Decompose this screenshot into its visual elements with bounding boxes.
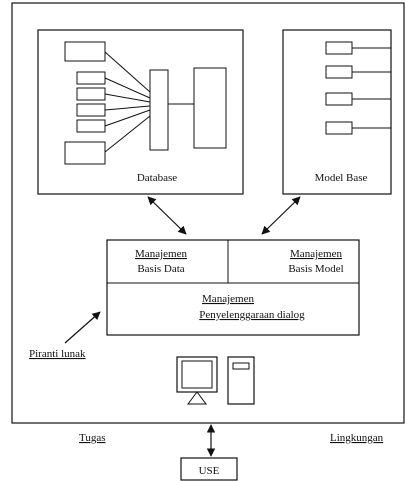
- software-arrow: [64, 311, 101, 344]
- management-block: [106, 239, 360, 336]
- user-box: [180, 457, 238, 481]
- dialog-line2: Penyelenggaraan dialog: [199, 309, 305, 321]
- user-label: USE: [199, 465, 220, 477]
- database-arrow: [147, 196, 187, 235]
- lingkungan-label: Lingkungan: [330, 432, 384, 444]
- database-label: Database: [137, 172, 177, 184]
- mgmt-model-line2: Basis Model: [288, 263, 343, 275]
- mgmt-model-line1: Manajemen: [290, 248, 342, 260]
- database-box: [37, 29, 244, 195]
- computer-icon: [176, 356, 255, 405]
- model-base-arrow: [261, 196, 301, 235]
- dialog-line1: Manajemen: [202, 293, 254, 305]
- environment-frame: [11, 2, 405, 424]
- mgmt-data-line1: Manajemen: [135, 248, 187, 260]
- model-base-label: Model Base: [315, 172, 368, 184]
- model-base-box: [282, 29, 392, 195]
- software-label: Piranti lunak: [29, 348, 86, 360]
- mgmt-data-line2: Basis Data: [137, 263, 184, 275]
- tugas-label: Tugas: [79, 432, 106, 444]
